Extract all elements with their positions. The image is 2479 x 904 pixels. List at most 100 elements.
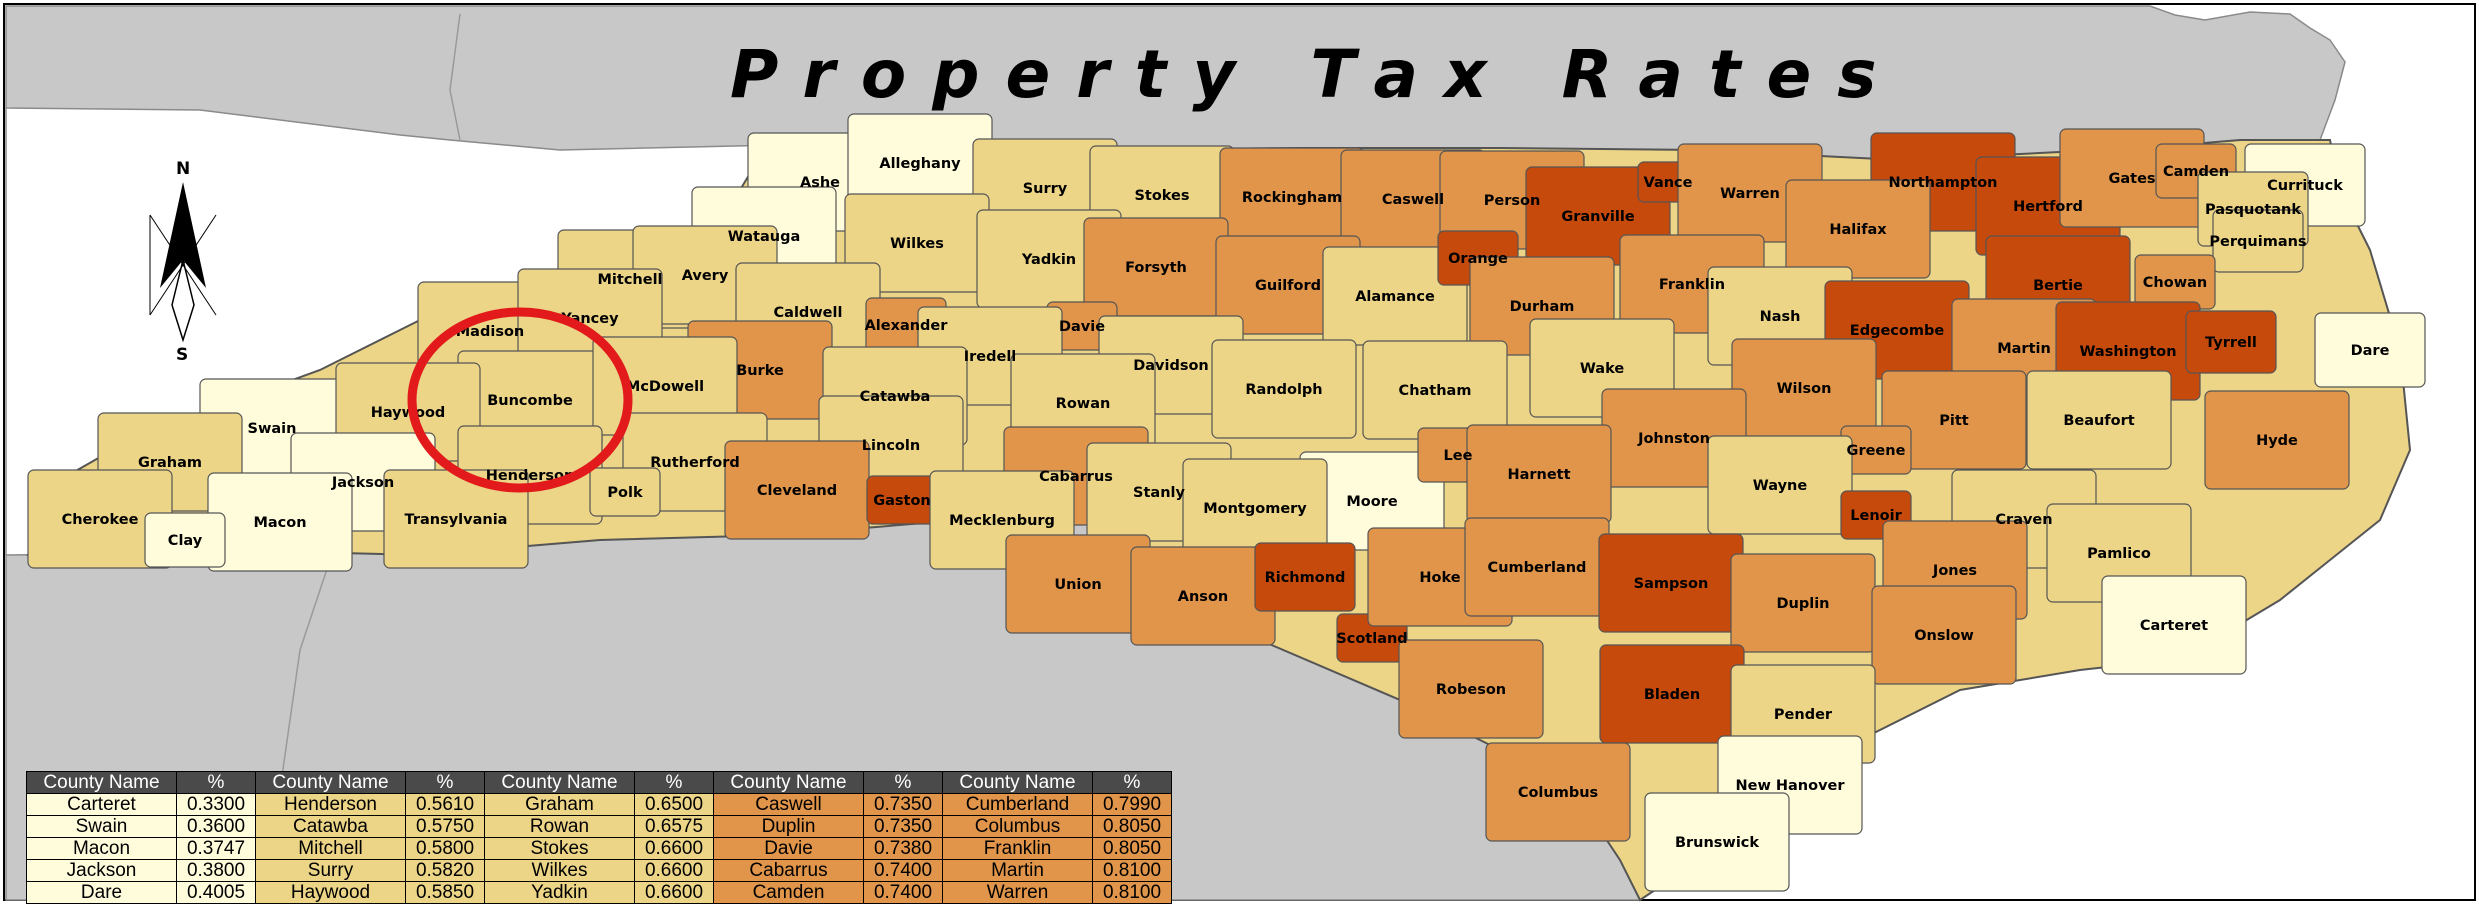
county-label: Guilford (1255, 278, 1321, 294)
county-label: Hoke (1419, 570, 1460, 586)
table-cell-rate: 0.6600 (634, 881, 714, 904)
county-label: Forsyth (1125, 260, 1187, 276)
county-label: Halifax (1829, 222, 1887, 238)
county-label: Macon (253, 515, 306, 531)
table-cell-county: Swain (26, 815, 177, 838)
county-label: Tyrrell (2205, 335, 2257, 351)
county-label: Cherokee (62, 512, 139, 528)
county-label: Durham (1510, 299, 1575, 315)
table-cell-rate: 0.6600 (634, 859, 714, 882)
county-label: Bladen (1644, 687, 1700, 703)
county-carteret (2101, 575, 2247, 675)
header-county-name: County Name (713, 771, 864, 794)
county-label: Montgomery (1203, 501, 1307, 517)
county-label: Wayne (1753, 478, 1808, 494)
header-percent: % (1092, 771, 1172, 794)
table-cell-rate: 0.8100 (1092, 881, 1172, 904)
county-randolph (1211, 339, 1357, 439)
county-robeson (1398, 639, 1544, 739)
table-cell-county: Warren (942, 881, 1093, 904)
county-pitt (1881, 370, 2027, 470)
compass-south: S (176, 345, 188, 365)
table-cell-rate: 0.8050 (1092, 815, 1172, 838)
county-label: Davie (1059, 319, 1105, 335)
county-label: Wake (1580, 361, 1625, 377)
county-label: Rowan (1056, 396, 1111, 412)
county-label: Chowan (2143, 275, 2207, 291)
county-label: Greene (1847, 443, 1906, 459)
header-percent: % (176, 771, 256, 794)
table-cell-county: Jackson (26, 859, 177, 882)
county-label: Lee (1444, 448, 1473, 464)
county-label: Clay (168, 533, 203, 549)
county-label: Sampson (1634, 576, 1709, 592)
county-label: Johnston (1637, 431, 1710, 447)
county-label: Gates (2108, 171, 2155, 187)
table-cell-county: Macon (26, 837, 177, 860)
county-label: Anson (1178, 589, 1228, 605)
table-cell-county: Wilkes (484, 859, 635, 882)
county-label: Robeson (1436, 682, 1506, 698)
county-label: New Hanover (1735, 778, 1845, 794)
table-cell-rate: 0.7350 (863, 815, 943, 838)
table-cell-county: Caswell (713, 793, 864, 816)
county-halifax (1785, 179, 1931, 279)
county-label: Caldwell (774, 305, 843, 321)
table-cell-rate: 0.6575 (634, 815, 714, 838)
county-label: Beaufort (2063, 413, 2134, 429)
county-label: Onslow (1914, 628, 1974, 644)
county-label: Harnett (1507, 467, 1570, 483)
county-label: Currituck (2267, 178, 2343, 194)
table-cell-county: Columbus (942, 815, 1093, 838)
table-cell-county: Graham (484, 793, 635, 816)
header-county-name: County Name (484, 771, 635, 794)
table-cell-rate: 0.5750 (405, 815, 485, 838)
county-label: Pamlico (2087, 546, 2151, 562)
table-cell-county: Cabarrus (713, 859, 864, 882)
table-cell-rate: 0.7990 (1092, 793, 1172, 816)
table-cell-county: Dare (26, 881, 177, 904)
county-label: Catawba (860, 389, 931, 405)
county-label: Alleghany (879, 156, 961, 172)
county-label: Iredell (964, 349, 1017, 365)
table-cell-county: Davie (713, 837, 864, 860)
county-hyde (2204, 390, 2350, 490)
tax-rate-table: County Name % County Name % County Name … (26, 771, 1172, 904)
county-label: Chatham (1399, 383, 1472, 399)
county-tyrrell (2185, 310, 2277, 374)
county-label: McDowell (626, 379, 704, 395)
header-county-name: County Name (942, 771, 1093, 794)
county-label: Cumberland (1488, 560, 1587, 576)
county-label: Wilkes (890, 236, 944, 252)
table-cell-rate: 0.8100 (1092, 859, 1172, 882)
table-header-row: County Name % County Name % County Name … (26, 771, 1172, 794)
county-label: Orange (1448, 251, 1508, 267)
county-label: Franklin (1659, 277, 1725, 293)
table-cell-rate: 0.7350 (863, 793, 943, 816)
county-label: Stokes (1134, 188, 1189, 204)
county-shapes (27, 113, 2426, 892)
county-label: Swain (248, 421, 297, 437)
county-label: Vance (1644, 175, 1693, 191)
county-label: Martin (1997, 341, 2051, 357)
county-label: Camden (2163, 164, 2229, 180)
table-cell-county: Stokes (484, 837, 635, 860)
table-cell-rate: 0.6500 (634, 793, 714, 816)
county-label: Union (1054, 577, 1101, 593)
header-percent: % (863, 771, 943, 794)
county-label: Jones (1932, 563, 1977, 579)
county-label: Lincoln (862, 438, 920, 454)
county-label: Pasquotank (2205, 202, 2301, 218)
county-label: Hyde (2256, 433, 2298, 449)
county-label: Brunswick (1675, 835, 1759, 851)
table-cell-rate: 0.3800 (176, 859, 256, 882)
county-label: Perquimans (2209, 234, 2306, 250)
table-cell-rate: 0.5820 (405, 859, 485, 882)
county-label: Pender (1774, 707, 1833, 723)
